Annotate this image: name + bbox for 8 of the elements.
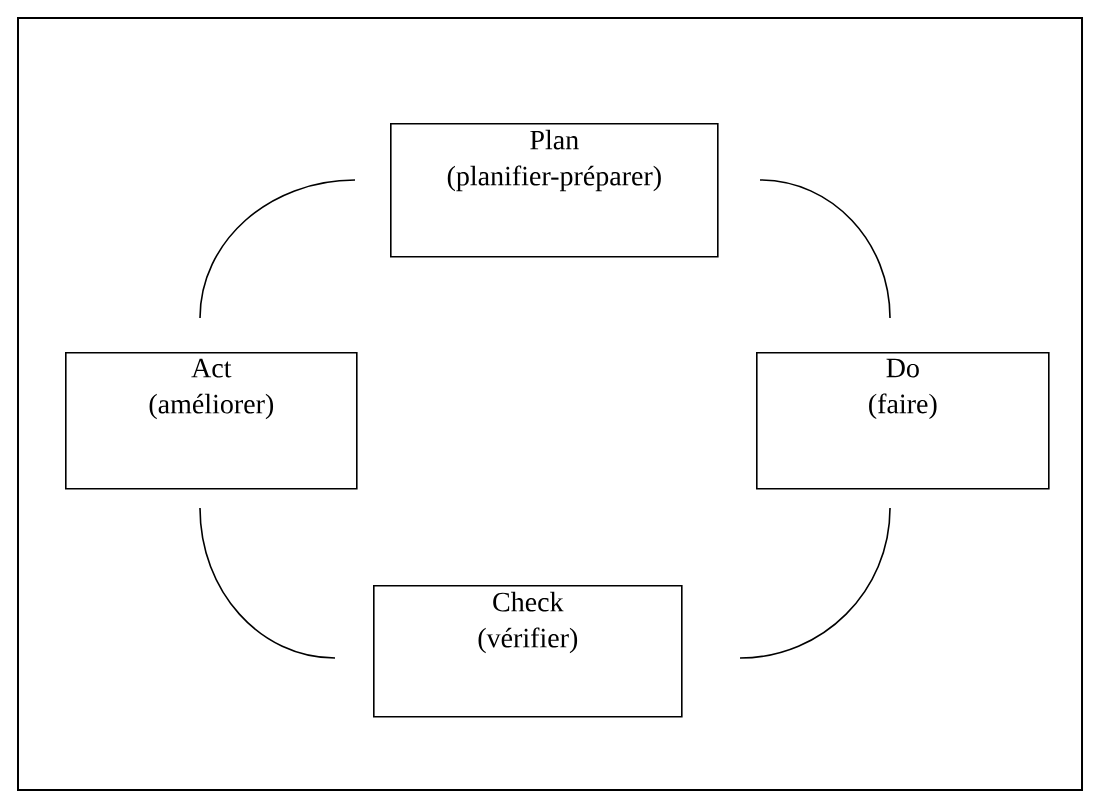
process-box: Act (améliorer) [65,352,358,490]
connector-arc [199,507,336,659]
process-box: Check (vérifier) [373,585,683,718]
process-box: Do (faire) [756,352,1050,490]
connector-arc [759,179,891,319]
connector-arc [739,507,891,659]
connector-arc [199,179,356,319]
process-box: Plan (planifier-préparer) [390,123,719,258]
